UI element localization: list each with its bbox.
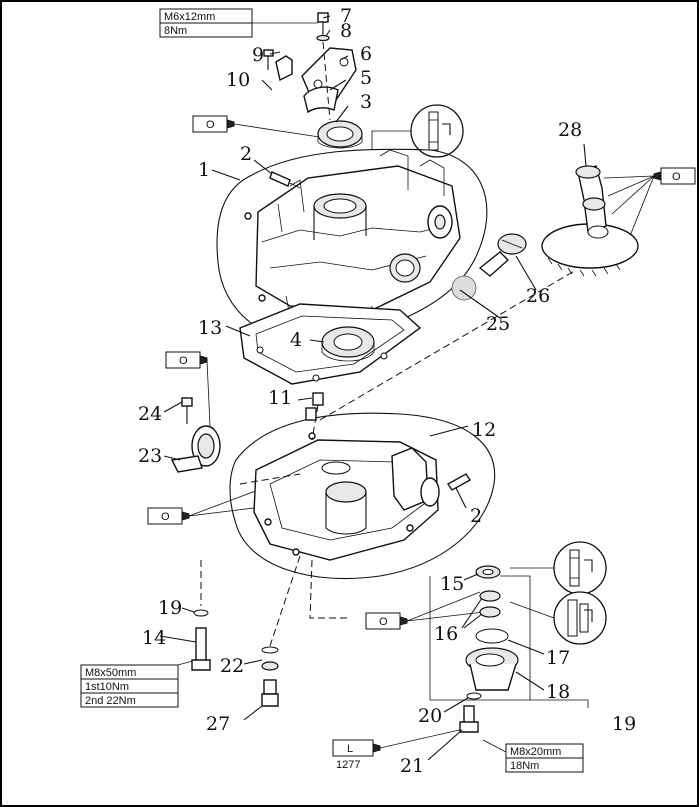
- oil-can-icon: O: [192, 115, 327, 139]
- svg-text:L: L: [347, 743, 353, 755]
- callout-2: 2: [240, 143, 252, 165]
- callout-numbers: 7 8 6 5 3 9 10 2 1 28 26 25 13 4 11 12 2…: [138, 5, 636, 777]
- callout-10: 10: [226, 69, 250, 91]
- callout-19-lower: 19: [612, 713, 636, 735]
- seal-lip-detail-icon: [371, 104, 464, 158]
- dowel-pins: [305, 392, 324, 441]
- spec-long-size: M8x50mm: [85, 667, 136, 679]
- spec-top-torque: 8Nm: [164, 25, 187, 37]
- spec-bottom-size: M8x20mm: [510, 746, 561, 758]
- callout-20: 20: [418, 705, 442, 727]
- svg-text:O: O: [161, 511, 170, 523]
- oil-can-icon: O: [603, 167, 696, 237]
- callout-12: 12: [472, 419, 496, 441]
- oil-pump-gear: [170, 397, 221, 473]
- callout-6: 6: [360, 43, 372, 65]
- seal-lip-detail-icon: [509, 591, 607, 645]
- callout-17: 17: [546, 647, 570, 669]
- callout-13: 13: [198, 317, 222, 339]
- callout-3: 3: [360, 91, 372, 113]
- callout-19: 19: [158, 597, 182, 619]
- lower-seal-stack: [459, 565, 519, 733]
- callout-28: 28: [558, 119, 582, 141]
- spec-long-torque-2: 2nd 22Nm: [85, 695, 136, 707]
- callout-4: 4: [290, 329, 302, 351]
- callout-1: 1: [198, 159, 210, 181]
- callout-26: 26: [526, 285, 550, 307]
- breather-plug: [451, 233, 527, 301]
- oil-seal-top: [317, 120, 363, 149]
- spec-box-top: M6x12mm 8Nm: [159, 8, 253, 38]
- callout-24: 24: [138, 403, 162, 425]
- callout-2-lower: 2: [470, 505, 482, 527]
- spec-long-torque-1: 1st10Nm: [85, 681, 129, 693]
- callout-16: 16: [434, 623, 458, 645]
- stud-bolt-upper: [269, 171, 301, 189]
- svg-text:O: O: [206, 119, 215, 131]
- svg-text:O: O: [672, 171, 681, 183]
- loctite-code: 1277: [336, 759, 360, 771]
- loctite-tube-icon: L 1277: [332, 727, 469, 771]
- callout-11: 11: [268, 387, 292, 409]
- leader-lines: [159, 15, 589, 761]
- drain-plug: [261, 555, 301, 707]
- callout-7: 7: [340, 5, 352, 27]
- callout-5: 5: [360, 67, 372, 89]
- spec-top-size: M6x12mm: [164, 11, 215, 23]
- callout-15: 15: [440, 573, 464, 595]
- callout-25: 25: [486, 313, 510, 335]
- callout-8: 8: [340, 20, 352, 42]
- spec-bottom-torque: 18Nm: [510, 760, 539, 772]
- seal-lip-detail-icon: [510, 541, 607, 595]
- long-bolt: [191, 560, 211, 671]
- oil-can-icon: O: [165, 351, 211, 427]
- callout-9: 9: [252, 44, 264, 66]
- spec-box-long-bolt: M8x50mm 1st10Nm 2nd 22Nm: [80, 664, 179, 708]
- svg-text:O: O: [379, 616, 388, 628]
- callout-23: 23: [138, 445, 162, 467]
- callout-22: 22: [220, 655, 244, 677]
- stud-bolt-lower: [446, 473, 472, 491]
- camshaft-gear: [541, 165, 639, 277]
- lower-crankcase: [229, 412, 496, 580]
- callout-21: 21: [400, 755, 424, 777]
- callout-18: 18: [546, 681, 570, 703]
- spec-box-bottom-bolt: M8x20mm 18Nm: [505, 743, 584, 773]
- callout-27: 27: [206, 713, 230, 735]
- ball-bearing: [321, 326, 375, 362]
- callout-14: 14: [142, 627, 166, 649]
- svg-text:O: O: [179, 355, 188, 367]
